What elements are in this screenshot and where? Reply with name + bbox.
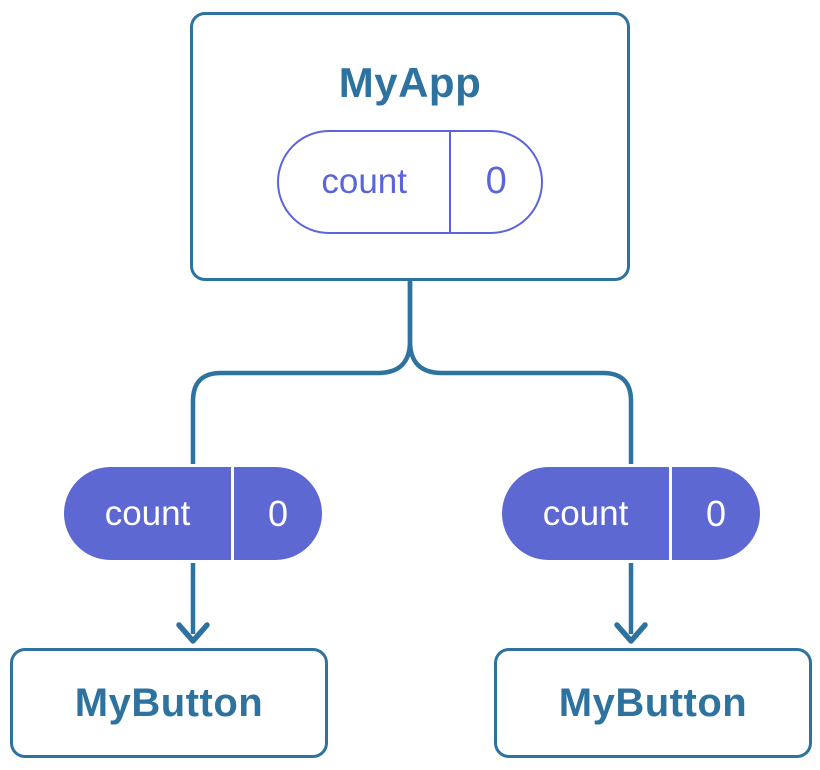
prop-pill-right-label: count	[502, 467, 673, 560]
state-pill-myapp-value: 0	[485, 160, 507, 203]
prop-pill-left-value: 0	[268, 492, 289, 534]
node-mybutton-left: MyButton	[10, 648, 328, 758]
node-myapp-title: MyApp	[338, 59, 482, 107]
prop-pill-left-label: count	[64, 467, 235, 560]
prop-pill-left: count 0	[61, 464, 325, 563]
prop-pill-right: count 0	[499, 464, 763, 563]
connector-branch-right	[407, 281, 634, 634]
connector-branch-left	[190, 281, 413, 634]
node-myapp: MyApp count 0	[190, 12, 630, 281]
node-mybutton-right: MyButton	[494, 648, 812, 758]
state-pill-myapp: count 0	[277, 129, 543, 234]
node-mybutton-right-title: MyButton	[558, 681, 748, 725]
arrowhead-down-right-icon	[614, 622, 648, 644]
node-mybutton-left-title: MyButton	[74, 681, 264, 725]
arrowhead-down-left-icon	[176, 622, 210, 644]
prop-pill-right-value: 0	[706, 492, 727, 534]
state-pill-myapp-label: count	[279, 131, 452, 232]
